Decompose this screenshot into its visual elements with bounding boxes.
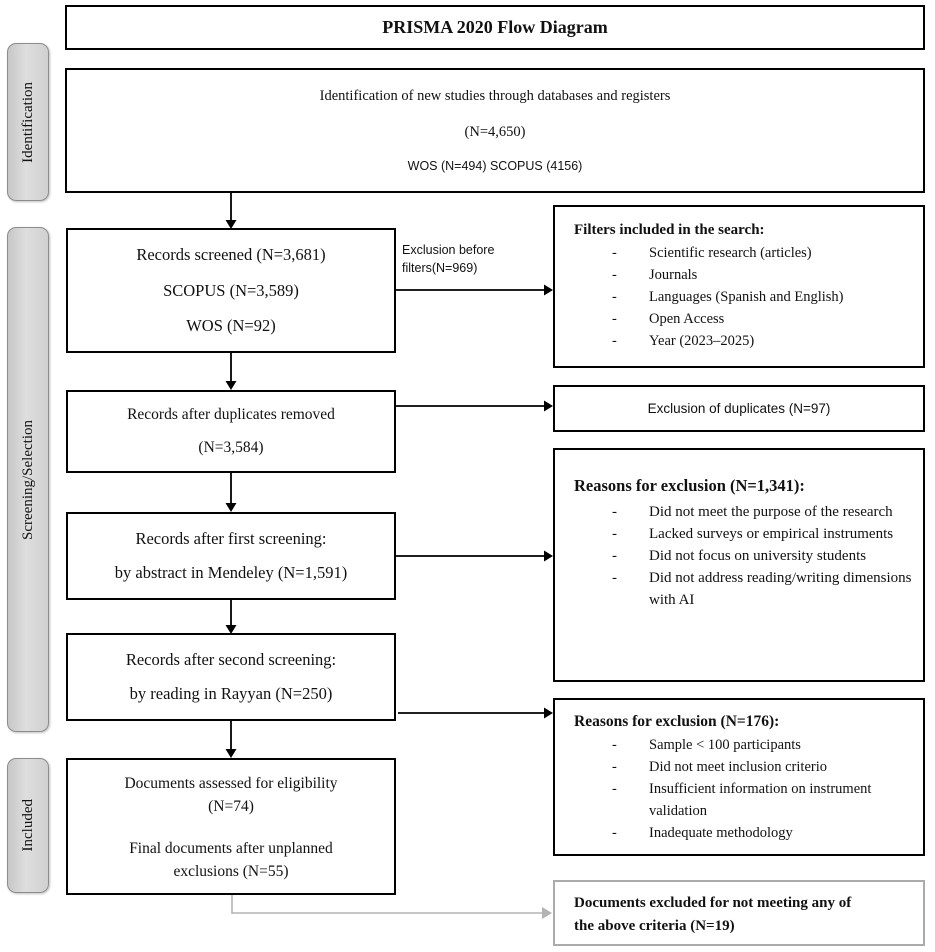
duplicates-removed-line2: (N=3,584)	[198, 438, 264, 456]
diagram-title: PRISMA 2020 Flow Diagram	[382, 17, 608, 37]
identification-line2: (N=4,650)	[464, 123, 526, 140]
reasons-1341-title: Reasons for exclusion (N=1,341):	[574, 476, 805, 495]
bullet-dash: -	[612, 737, 617, 753]
bullet-dash: -	[612, 289, 617, 305]
bullet-dash: -	[612, 333, 617, 349]
stage-label-identification: Identification	[7, 43, 49, 201]
duplicates-removed-line1: Records after duplicates removed	[127, 406, 335, 424]
identification-line3: WOS (N=494) SCOPUS (4156)	[407, 158, 583, 173]
documents-excluded-line1: Documents excluded for not meeting any o…	[574, 895, 852, 911]
reasons-176-item: - Did not meet inclusion criterio	[555, 756, 923, 778]
stage-label-included: Included	[7, 758, 49, 893]
filters-item: - Scientific research (articles)	[555, 242, 923, 264]
reasons-1341-item: - Did not focus on university students	[555, 545, 923, 567]
records-screened-line1: Records screened (N=3,681)	[136, 245, 326, 265]
first-screening-line2: by abstract in Mendeley (N=1,591)	[114, 563, 348, 583]
stage-label-screening-selection-text: Screening/Selection	[19, 419, 36, 540]
filters-title: Filters included in the search:	[574, 222, 765, 238]
exclusion-before-filters-line1: Exclusion before	[402, 243, 495, 257]
reasons-1341-item: - Did not meet the purpose of the resear…	[555, 501, 923, 523]
filters-item: - Open Access	[555, 308, 923, 330]
bullet-dash: -	[612, 781, 617, 797]
filters-item: - Journals	[555, 264, 923, 286]
exclusion-duplicates-box: Exclusion of duplicates (N=97)	[553, 385, 925, 432]
identification-line1: Identification of new studies through da…	[319, 88, 671, 105]
eligibility-box: Documents assessed for eligibility (N=74…	[66, 758, 396, 895]
records-screened-box: Records screened (N=3,681) SCOPUS (N=3,5…	[66, 228, 396, 353]
bullet-dash: -	[612, 548, 617, 564]
eligibility-line1: Documents assessed for eligibility	[124, 775, 338, 792]
eligibility-line4: exclusions (N=55)	[173, 863, 289, 880]
bullet-dash: -	[612, 526, 617, 542]
second-screening-box: Records after second screening: by readi…	[66, 633, 396, 721]
records-screened-line3: WOS (N=92)	[186, 315, 276, 335]
exclusion-duplicates-text: Exclusion of duplicates (N=97)	[647, 401, 831, 416]
records-screened-line2: SCOPUS (N=3,589)	[163, 280, 299, 300]
identification-box: Identification of new studies through da…	[65, 68, 925, 193]
bullet-dash: -	[612, 759, 617, 775]
second-screening-line2: by reading in Rayyan (N=250)	[129, 684, 333, 704]
stage-label-identification-text: Identification	[19, 81, 36, 163]
eligibility-line3: Final documents after unplanned	[129, 840, 333, 857]
second-screening-line1: Records after second screening:	[125, 649, 337, 669]
reasons-176-title: Reasons for exclusion (N=176):	[574, 713, 780, 730]
bullet-dash: -	[612, 245, 617, 261]
reasons-1341-item: - Lacked surveys or empirical instrument…	[555, 523, 923, 545]
bullet-dash: -	[612, 311, 617, 327]
documents-excluded-line2: the above criteria (N=19)	[574, 918, 735, 934]
bullet-dash: -	[612, 825, 617, 841]
stage-label-included-text: Included	[19, 799, 36, 852]
documents-excluded-box: Documents excluded for not meeting any o…	[553, 880, 925, 946]
bullet-dash: -	[612, 504, 617, 520]
filters-item: - Year (2023–2025)	[555, 330, 923, 352]
reasons-176-item: - Insufficient information on instrument…	[555, 778, 923, 822]
filters-item: - Languages (Spanish and English)	[555, 286, 923, 308]
first-screening-line1: Records after first screening:	[135, 528, 327, 548]
reasons-exclusion-1341-box: Reasons for exclusion (N=1,341): - Did n…	[553, 448, 925, 682]
reasons-exclusion-176-box: Reasons for exclusion (N=176): - Sample …	[553, 698, 925, 856]
duplicates-removed-box: Records after duplicates removed (N=3,58…	[66, 390, 396, 473]
filters-box: Filters included in the search: - Scient…	[553, 205, 925, 368]
first-screening-box: Records after first screening: by abstra…	[66, 512, 396, 600]
exclusion-before-filters-label: Exclusion before filters(N=969)	[402, 241, 532, 277]
bullet-dash: -	[612, 267, 617, 283]
stage-label-screening-selection: Screening/Selection	[7, 227, 49, 732]
reasons-176-item: - Sample < 100 participants	[555, 734, 923, 756]
reasons-1341-item: - Did not address reading/writing dimens…	[555, 567, 923, 611]
reasons-176-item: - Inadequate methodology	[555, 822, 923, 844]
eligibility-line2: (N=74)	[208, 798, 254, 815]
bullet-dash: -	[612, 570, 617, 586]
exclusion-before-filters-line2: filters(N=969)	[402, 261, 478, 275]
diagram-title-box: PRISMA 2020 Flow Diagram	[65, 5, 925, 50]
